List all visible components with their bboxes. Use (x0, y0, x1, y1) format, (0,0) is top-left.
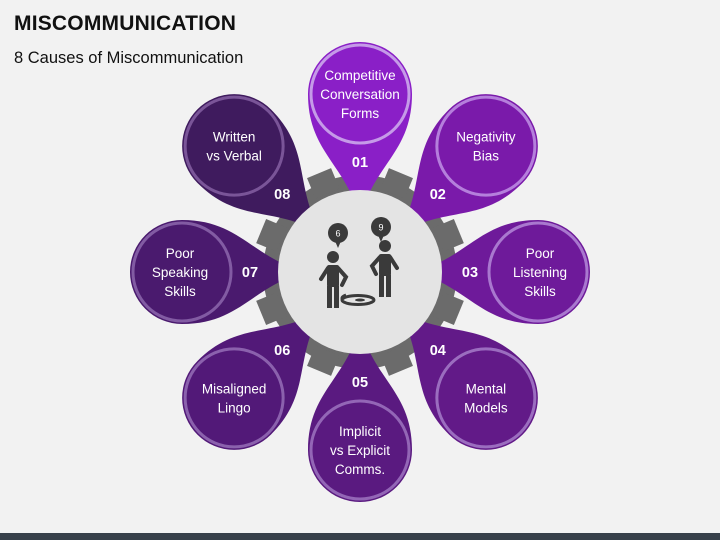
petal-label-line: Mental (466, 381, 507, 396)
petal-shape (130, 220, 306, 324)
petal-shape (398, 94, 538, 234)
petal-shape (182, 310, 322, 450)
petal-body (130, 220, 306, 324)
speech-bubble-icon: 9 (371, 217, 391, 242)
speech-bubble-icon: 6 (328, 223, 348, 248)
person-left-icon (319, 251, 349, 308)
gear-tooth (256, 292, 287, 325)
petal-label-line: vs Verbal (206, 149, 262, 164)
petal-label-line: Poor (166, 246, 195, 261)
bottom-bar (0, 533, 720, 540)
petal-label-line: Forms (341, 106, 379, 121)
petal-number: 08 (274, 187, 290, 203)
petal-label-line: Conversation (320, 87, 400, 102)
petal-label-line: Bias (473, 149, 500, 164)
petal-number: 04 (430, 343, 446, 359)
petal-shape (398, 310, 538, 450)
petal-label-line: vs Explicit (330, 443, 390, 458)
gear-tooth (307, 168, 340, 199)
petal-body (308, 326, 412, 502)
petal-shape (308, 326, 412, 502)
gear-tooth (380, 345, 413, 376)
petal-ring (183, 347, 285, 449)
hub-disc (278, 190, 442, 354)
person-right-icon (369, 240, 399, 297)
petal-label-line: Skills (524, 284, 556, 299)
petal-shape (308, 42, 412, 218)
petal-label-line: Models (464, 400, 508, 415)
petal-body (414, 220, 590, 324)
petal-label-line: Misaligned (202, 381, 267, 396)
petal-number: 02 (430, 187, 446, 203)
petal-ring (309, 399, 411, 501)
petal-body (308, 42, 412, 218)
petal-number: 03 (462, 265, 478, 281)
petal-body (398, 310, 538, 450)
svg-text:6: 6 (335, 229, 340, 239)
petal-number: 05 (352, 375, 368, 391)
petal-label-line: Competitive (324, 68, 395, 83)
gear-tooth (433, 219, 464, 252)
petal-shape (182, 94, 322, 234)
petal-ring (309, 43, 411, 145)
petal-label-line: Written (213, 130, 256, 145)
page-subtitle: 8 Causes of Miscommunication (14, 49, 244, 67)
petal-number: 07 (242, 265, 258, 281)
petal-body (398, 94, 538, 234)
center-hub: 69 (278, 190, 442, 354)
petal-ring (435, 347, 537, 449)
petal-body (182, 94, 322, 234)
petal-number: 01 (352, 155, 368, 171)
svg-text:9: 9 (378, 223, 383, 233)
gear-tooth (307, 345, 340, 376)
petal-label-line: Comms. (335, 462, 385, 477)
gear-tooth (433, 292, 464, 325)
petal-label-line: Negativity (456, 130, 516, 145)
petal-shape (414, 220, 590, 324)
petal-label-line: Implicit (339, 424, 381, 439)
petal-ring (183, 95, 285, 197)
petal-08: Written vs Verbal 08 (182, 94, 322, 234)
petal-number: 06 (274, 343, 290, 359)
petal-ring (487, 221, 589, 323)
gear-tooth (380, 168, 413, 199)
petal-label-line: Lingo (218, 400, 251, 415)
petal-label-line: Skills (164, 284, 196, 299)
gear-tooth (256, 219, 287, 252)
petal-label-line: Poor (526, 246, 555, 261)
petal-label-line: Listening (513, 265, 567, 280)
ground-number-icon (340, 293, 376, 306)
petal-body (182, 310, 322, 450)
petal-ring (131, 221, 233, 323)
petal-ring (435, 95, 537, 197)
petal-label-line: Speaking (152, 265, 208, 280)
page-title: MISCOMMUNICATION (14, 12, 237, 35)
